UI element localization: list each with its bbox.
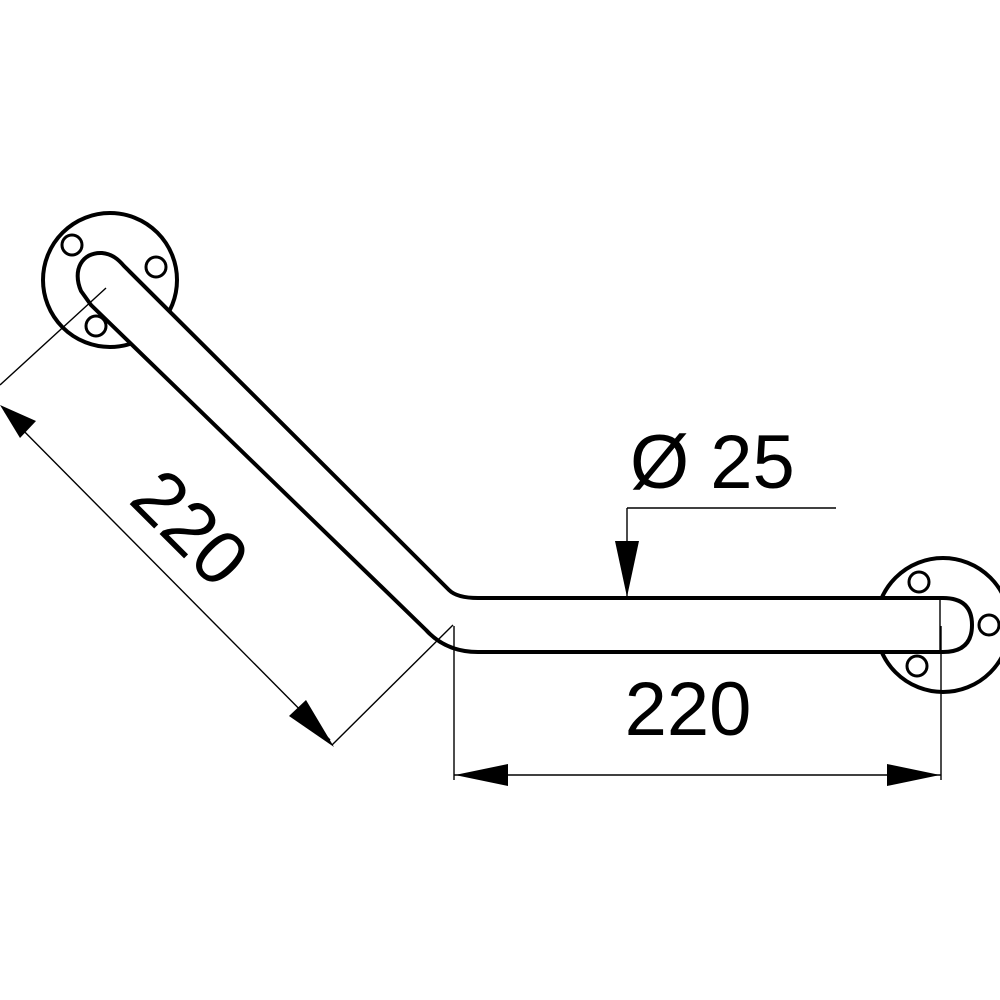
- angled-arrow-start: [0, 405, 36, 438]
- diameter-callout: Ø 25: [615, 420, 836, 597]
- horizontal-length-label: 220: [625, 667, 752, 752]
- left-flange-hole-bottom: [84, 314, 108, 338]
- angled-length-label: 220: [115, 453, 265, 603]
- left-flange-hole-top: [60, 233, 84, 257]
- angled-dimension-line: [4, 411, 331, 741]
- diameter-arrow: [615, 541, 639, 597]
- horizontal-arrow-end: [887, 764, 940, 786]
- horizontal-dimension: 220: [453, 626, 942, 786]
- right-flange-hole-bottom: [905, 654, 929, 678]
- right-flange-hole-right: [977, 613, 1000, 637]
- angled-arrow-end: [289, 700, 334, 747]
- angled-extension-line-top: [0, 287, 107, 386]
- angled-extension-line-bottom: [331, 624, 454, 746]
- horizontal-arrow-start: [455, 764, 508, 786]
- diameter-label: Ø 25: [630, 420, 795, 505]
- angled-dimension: 220: [0, 287, 454, 747]
- right-flange-hole-top: [907, 570, 931, 594]
- grab-bar-tube: [75, 250, 974, 654]
- left-flange-hole-right: [144, 255, 168, 279]
